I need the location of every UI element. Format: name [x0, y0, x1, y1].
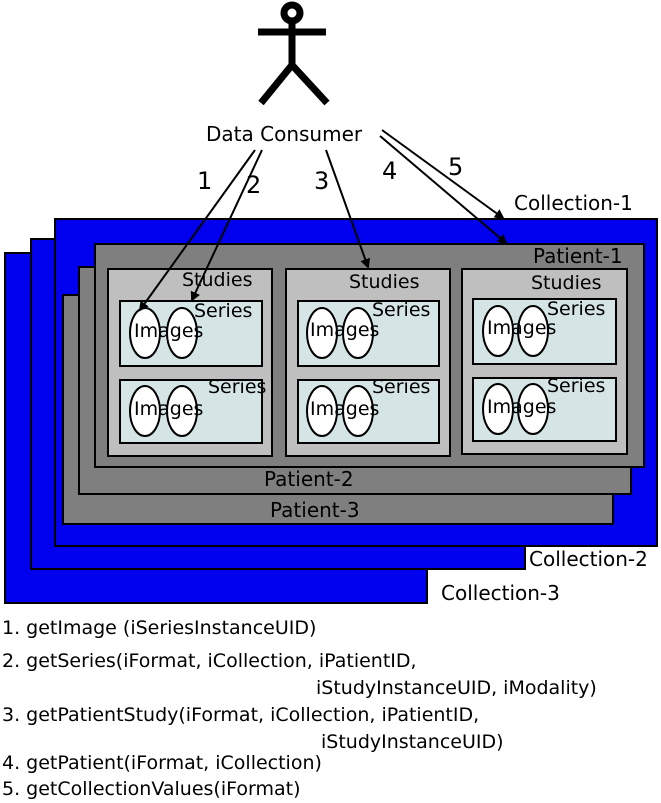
arrow-label-4: 4	[382, 157, 397, 185]
images-label: Images	[134, 320, 203, 342]
series-label: Series	[194, 300, 252, 322]
image-ellipse	[166, 385, 198, 437]
api-call-2-line-1: 2. getSeries(iFormat, iCollection, iPati…	[2, 650, 417, 672]
collection-3-label: Collection-3	[441, 581, 560, 605]
patient-3-label: Patient-3	[270, 498, 360, 522]
images-label: Images	[487, 396, 556, 418]
image-ellipse	[517, 305, 549, 357]
arrow-label-1: 1	[197, 167, 212, 195]
image-ellipse	[342, 385, 374, 437]
images-label: Images	[310, 319, 379, 341]
images-label: Images	[487, 317, 556, 339]
api-call-5-line-1: 5. getCollectionValues(iFormat)	[2, 778, 301, 800]
arrow-label-2: 2	[246, 171, 261, 199]
api-call-3-line-2: iStudyInstanceUID)	[321, 731, 504, 753]
dicom-hierarchy-diagram: Data Consumer Studies Studies Studies Se…	[4, 1, 658, 605]
image-ellipse	[342, 307, 374, 359]
collection-1-label: Collection-1	[514, 191, 633, 215]
data-consumer-figure	[258, 1, 330, 106]
arrow-label-5: 5	[448, 153, 463, 181]
arrow-2	[190, 149, 263, 302]
studies-label: Studies	[349, 271, 419, 293]
api-call-2-line-2: iStudyInstanceUID, iModality)	[316, 677, 597, 699]
series-label: Series	[547, 375, 605, 397]
series-label: Series	[372, 299, 430, 321]
api-call-4-line-1: 4. getPatient(iFormat, iCollection)	[2, 752, 322, 774]
data-consumer-label: Data Consumer	[206, 122, 363, 146]
image-ellipse	[306, 385, 338, 437]
collection-2-label: Collection-2	[529, 547, 648, 571]
studies-label: Studies	[182, 269, 252, 291]
patient-1-label: Patient-1	[533, 244, 623, 268]
images-label: Images	[310, 398, 379, 420]
image-ellipses	[129, 305, 549, 437]
arrow-label-3: 3	[314, 167, 329, 195]
api-call-3-line-1: 3. getPatientStudy(iFormat, iCollection,…	[2, 704, 480, 726]
api-arrows	[138, 129, 508, 312]
image-ellipse	[482, 383, 514, 435]
images-label: Images	[134, 398, 203, 420]
api-call-1-line-1: 1. getImage (iSeriesInstanceUID)	[2, 617, 317, 639]
arrow-4	[379, 135, 508, 245]
patient-2-label: Patient-2	[264, 467, 354, 491]
arrow-3	[325, 149, 371, 269]
image-ellipse	[129, 385, 161, 437]
image-ellipse	[306, 307, 338, 359]
series-label: Series	[547, 298, 605, 320]
series-label: Series	[208, 376, 266, 398]
image-ellipse	[166, 307, 198, 359]
arrow-1	[138, 149, 256, 312]
arrow-5	[381, 129, 505, 220]
image-ellipse	[482, 305, 514, 357]
series-label: Series	[372, 376, 430, 398]
image-ellipse	[517, 383, 549, 435]
studies-label: Studies	[531, 272, 601, 294]
